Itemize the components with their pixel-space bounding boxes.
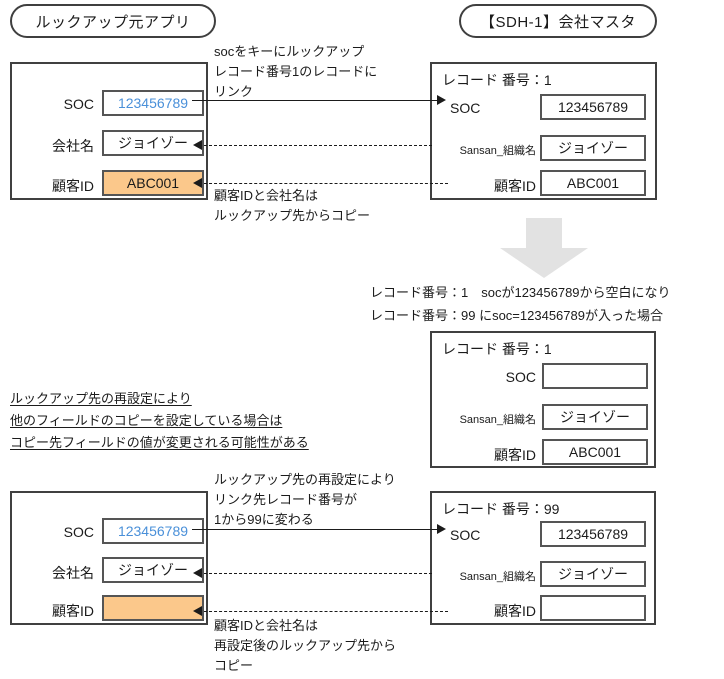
note-record-change: レコード番号：1 socが123456789から空白になり レコード番号：99 … [370, 281, 671, 327]
note-lookup-link-top: socをキーにルックアップ レコード番号1のレコードに リンク [214, 44, 378, 99]
connector-customerid-copy-top [204, 183, 448, 184]
arrowhead-soc-link-top [437, 95, 446, 105]
field-value-customer-id[interactable] [102, 595, 204, 621]
arrowhead-customerid-copy-top [193, 178, 202, 188]
field-label-soc: SOC [450, 100, 481, 116]
note-record-change-line2: レコード番号：99 にsoc=123456789が入った場合 [370, 308, 663, 323]
field-value-customer-id[interactable]: ABC001 [542, 439, 648, 465]
field-label-sansan-org: Sansan_組織名 [459, 571, 536, 583]
field-label-customer-id: 顧客ID [52, 178, 94, 194]
arrowhead-company-copy-top [193, 140, 202, 150]
arrowhead-customerid-copy-bottom [193, 606, 202, 616]
field-value-soc[interactable]: 123456789 [540, 521, 646, 547]
field-label-sansan-org: Sansan_組織名 [459, 145, 536, 157]
master-app-title-text: 【SDH-1】会社マスタ [479, 13, 636, 31]
field-value-soc[interactable]: 123456789 [102, 90, 204, 116]
connector-customerid-copy-bottom [204, 611, 448, 612]
field-value-company[interactable]: ジョイゾー [102, 557, 204, 583]
connector-soc-link-top [192, 100, 437, 101]
field-value-sansan-org[interactable]: ジョイゾー [540, 135, 646, 161]
source-app-title-text: ルックアップ元アプリ [35, 13, 191, 31]
master-record-box-bottom: レコード 番号：99 SOC 123456789 Sansan_組織名 ジョイゾ… [430, 491, 656, 625]
field-label-customer-id: 顧客ID [494, 178, 536, 194]
arrowhead-soc-link-bottom [437, 524, 446, 534]
note-lookup-copy-bottom: 顧客IDと会社名は 再設定後のルックアップ先から コピー [214, 618, 397, 673]
connector-soc-link-bottom [192, 529, 437, 530]
note-record-change-line1: レコード番号：1 socが123456789から空白になり [370, 285, 671, 300]
note-lookup-link-bottom: ルックアップ先の再設定により リンク先レコード番号が 1から99に変わる [214, 472, 396, 527]
master-record-box-middle: レコード 番号：1 SOC Sansan_組織名 ジョイゾー 顧客ID ABC0… [430, 331, 656, 468]
field-value-soc[interactable] [542, 363, 648, 389]
connector-company-copy-bottom [204, 573, 432, 574]
field-label-customer-id: 顧客ID [494, 603, 536, 619]
field-value-soc[interactable]: 123456789 [102, 518, 204, 544]
field-label-customer-id: 顧客ID [494, 447, 536, 463]
field-label-company: 会社名 [52, 565, 94, 581]
field-value-customer-id[interactable]: ABC001 [540, 170, 646, 196]
field-value-customer-id[interactable] [540, 595, 646, 621]
field-label-soc: SOC [450, 527, 481, 543]
warning-text: ルックアップ先の再設定により 他のフィールドのコピーを設定している場合は コピー… [10, 388, 309, 454]
source-app-box-top: SOC 123456789 会社名 ジョイゾー 顧客ID ABC001 [10, 62, 208, 200]
record-number-label: レコード 番号：1 [442, 72, 552, 88]
record-number-label: レコード 番号：1 [442, 341, 552, 357]
field-label-customer-id: 顧客ID [52, 603, 94, 619]
source-app-box-bottom: SOC 123456789 会社名 ジョイゾー 顧客ID [10, 491, 208, 625]
field-label-sansan-org: Sansan_組織名 [459, 414, 536, 426]
field-value-customer-id[interactable]: ABC001 [102, 170, 204, 196]
field-value-sansan-org[interactable]: ジョイゾー [540, 561, 646, 587]
field-label-soc: SOC [63, 96, 94, 112]
master-app-title-pill: 【SDH-1】会社マスタ [459, 4, 657, 38]
source-app-title-pill: ルックアップ元アプリ [10, 4, 216, 38]
arrowhead-company-copy-bottom [193, 568, 202, 578]
note-lookup-copy-top: 顧客IDと会社名は ルックアップ先からコピー [214, 188, 371, 223]
field-label-soc: SOC [505, 369, 536, 385]
field-label-company: 会社名 [52, 138, 94, 154]
connector-company-copy-top [204, 145, 432, 146]
field-value-sansan-org[interactable]: ジョイゾー [542, 404, 648, 430]
record-number-label: レコード 番号：99 [442, 501, 560, 517]
down-arrow-icon [500, 218, 588, 278]
warning-line-3: コピー先フィールドの値が変更される可能性がある [10, 435, 309, 450]
warning-line-1: ルックアップ先の再設定により [10, 391, 192, 406]
field-value-soc[interactable]: 123456789 [540, 94, 646, 120]
warning-line-2: 他のフィールドのコピーを設定している場合は [10, 413, 283, 428]
field-label-soc: SOC [63, 524, 94, 540]
field-value-company[interactable]: ジョイゾー [102, 130, 204, 156]
master-record-box-top: レコード 番号：1 SOC 123456789 Sansan_組織名 ジョイゾー… [430, 62, 657, 200]
